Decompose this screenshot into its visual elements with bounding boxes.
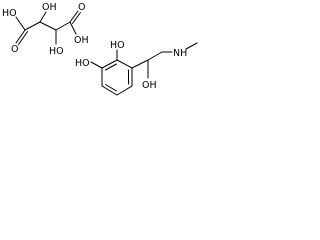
label-ring-oh-top: HO [110, 40, 125, 51]
epinephrine-structure: HO HO OH NH [75, 40, 198, 96]
label-carboxyl-left-oh: HO [2, 8, 17, 19]
bond-c2-oh [39, 11, 47, 23]
ring-bond-bc [116, 59, 133, 69]
bond-c4-o-double-a [69, 10, 79, 23]
label-amine: NH [173, 48, 187, 59]
bond-c4-o-double-b [72, 12, 81, 24]
bond-nh-methyl [185, 42, 198, 50]
ring-bond-ef [101, 85, 118, 96]
tartaric-acid-structure: HO O OH HO O OH [2, 2, 89, 57]
bond-c4-oh [69, 21, 77, 35]
label-hydroxyl-top: OH [42, 2, 57, 13]
bond-chain-ch2 [147, 51, 163, 61]
ring-double-ef [105, 84, 117, 92]
ring-double-ab [105, 63, 117, 71]
bond-c1-o-double-a [15, 29, 26, 44]
bond-c1-oh [15, 16, 26, 31]
label-carboxyl-left-o: O [11, 44, 18, 55]
bond-c1-c2 [24, 21, 41, 31]
label-ring-oh-left: HO [75, 58, 90, 69]
label-chain-oh: OH [142, 80, 157, 91]
structure-svg: HO O OH HO O OH [2, 2, 198, 96]
bond-c3-c4 [55, 21, 71, 31]
label-hydroxyl-bottom: HO [49, 46, 64, 57]
label-carboxyl-right-o: O [78, 2, 85, 13]
ring-bond-de [116, 85, 133, 96]
bond-ring-chain [131, 59, 149, 69]
label-carboxyl-right-oh: OH [74, 35, 89, 46]
bond-ring-oh-left [90, 61, 103, 69]
chemical-structure-diagram: HO O OH HO O OH [0, 0, 208, 115]
ring-bond-ab [101, 59, 118, 69]
bond-c2-c3 [39, 21, 57, 31]
bond-c1-o-double-b [18, 31, 28, 45]
